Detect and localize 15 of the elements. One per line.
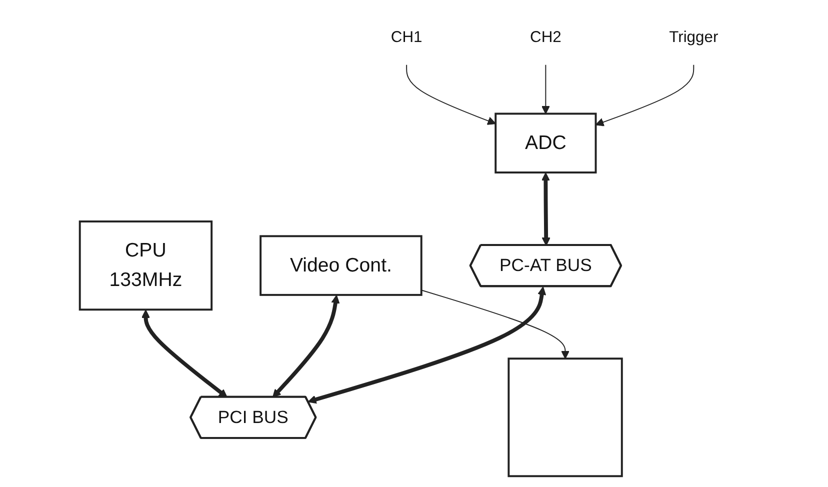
arrow xyxy=(421,289,570,358)
arrow xyxy=(542,64,550,114)
node-text: CH1 xyxy=(391,28,423,46)
arrow xyxy=(142,309,228,398)
arrow xyxy=(406,64,496,124)
arrow xyxy=(542,172,551,246)
node-text: CH2 xyxy=(530,28,562,46)
node-box xyxy=(508,357,624,477)
arrow xyxy=(596,64,694,126)
node-box: Video Cont. xyxy=(260,234,423,296)
arrow xyxy=(272,294,340,398)
node-box: CPU 133MHz xyxy=(79,220,213,310)
arrow xyxy=(308,286,546,404)
node-box: ADC xyxy=(494,112,598,173)
node-text: Trigger xyxy=(669,28,718,46)
